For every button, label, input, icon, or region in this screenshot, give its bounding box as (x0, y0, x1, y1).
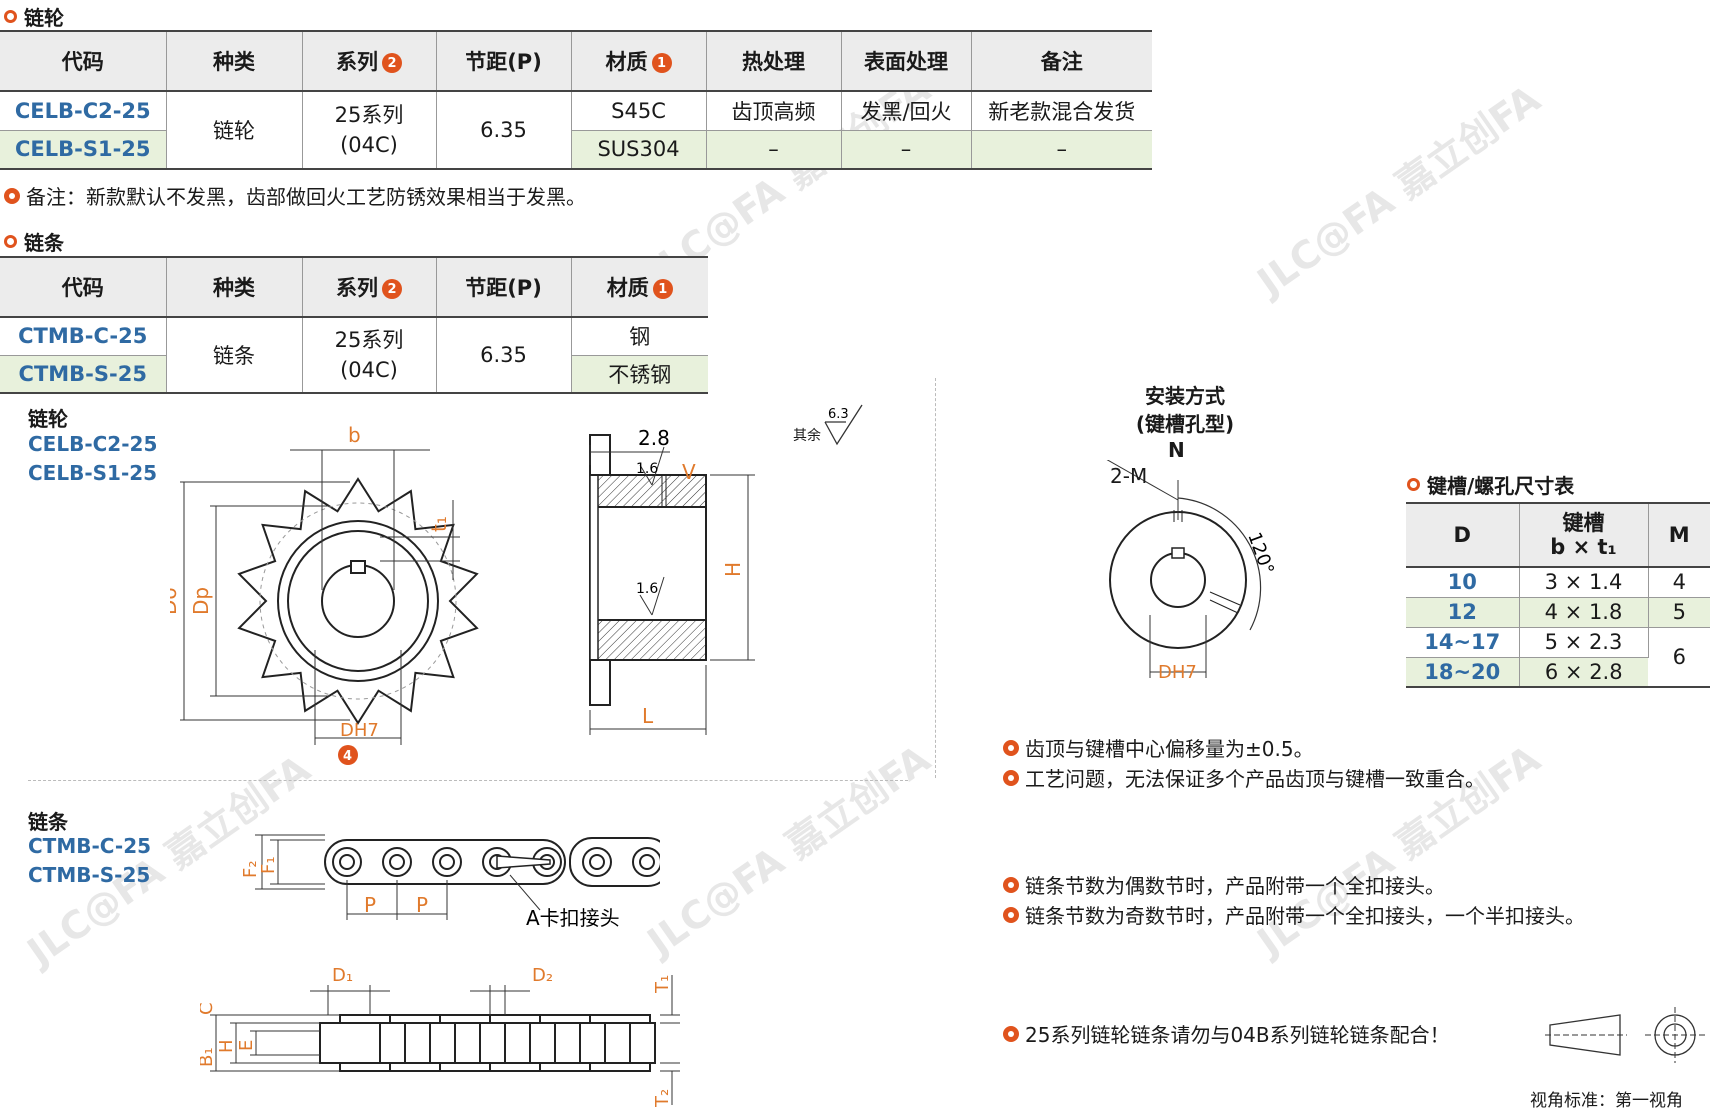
svg-text:E: E (236, 1040, 257, 1051)
svg-text:L: L (642, 704, 654, 728)
view-standard: 视角标准：第一视角 (1530, 1091, 1683, 1111)
sprocket-front-view: b Do Dp t₁ DH7 4 (170, 423, 479, 765)
circle-icon (4, 10, 17, 23)
svg-text:A卡扣接头: A卡扣接头 (526, 906, 620, 930)
svg-text:T₁: T₁ (652, 975, 673, 994)
svg-text:T₂: T₂ (652, 1089, 673, 1108)
sprocket-note: 备注：新款默认不发黑，齿部做回火工艺防锈效果相当于发黑。 (4, 181, 586, 210)
col-pitch: 节距(P) (436, 31, 572, 91)
install-diagram: 120° DH7 (1106, 460, 1278, 683)
bullet-icon (1003, 906, 1019, 923)
col-d: D (1406, 503, 1520, 567)
note-offset: 齿顶与键槽中心偏移量为±0.5。 (1003, 733, 1314, 762)
svg-text:b: b (348, 423, 361, 447)
sprocket-drawing-label: 链轮 (28, 407, 68, 431)
col-code: 代码 (0, 31, 167, 91)
col-remark: 备注 (971, 31, 1152, 91)
keyway-table-title: 键槽/螺孔尺寸表 (1407, 470, 1574, 499)
col-type: 种类 (166, 31, 303, 91)
svg-text:V: V (682, 460, 696, 484)
note-warning: 25系列链轮链条请勿与04B系列链轮链条配合！ (1003, 1019, 1450, 1048)
chain-code-1: CTMB-C-25 (28, 834, 152, 858)
col-pitch: 节距(P) (436, 257, 572, 317)
col-type: 种类 (166, 257, 303, 317)
svg-text:D₁: D₁ (332, 965, 353, 986)
watermark: JLC@FA 嘉立创FA (639, 736, 938, 965)
col-heat: 热处理 (706, 31, 842, 91)
projection-symbol-icon (1545, 1007, 1705, 1063)
sprocket-gear (237, 477, 479, 725)
note-odd: 链条节数为奇数节时，产品附带一个全扣接头，一个半扣接头。 (1003, 900, 1585, 929)
svg-text:Dp: Dp (189, 587, 213, 615)
sprocket-section-title: 链轮 (4, 2, 64, 31)
svg-text:4: 4 (343, 749, 352, 764)
divider (28, 780, 908, 781)
watermark: JLC@FA 嘉立创FA (1249, 76, 1548, 305)
svg-text:2.8: 2.8 (638, 426, 670, 450)
svg-text:1.6: 1.6 (636, 461, 658, 477)
col-m: M (1648, 503, 1710, 567)
svg-text:DH7: DH7 (340, 720, 379, 741)
install-title: 安装方式 (1145, 384, 1225, 408)
note-even: 链条节数为偶数节时，产品附带一个全扣接头。 (1003, 870, 1445, 899)
bullet-icon (1003, 739, 1019, 756)
roughness-label: 其余 (793, 428, 821, 444)
svg-text:P: P (364, 893, 376, 917)
svg-text:D₂: D₂ (532, 965, 553, 986)
install-subtitle: (键槽孔型) (1135, 412, 1235, 436)
svg-text:C: C (200, 1002, 217, 1015)
bullet-icon (1003, 1025, 1019, 1042)
svg-text:B₁: B₁ (200, 1047, 217, 1067)
sprocket-code-1: CELB-C2-25 (28, 432, 158, 456)
svg-text:6.3: 6.3 (828, 407, 849, 422)
svg-text:DH7: DH7 (1158, 662, 1197, 683)
chain-code-2: CTMB-S-25 (28, 863, 151, 887)
circle-icon (1407, 478, 1420, 491)
chain-top-view: F₂ F₁ P P A卡扣接头 (240, 834, 660, 930)
svg-text:F₂: F₂ (240, 860, 261, 878)
bullet-icon (4, 187, 20, 204)
table-row: CELB-S1-25 SUS304 – – – (0, 130, 1152, 169)
svg-text:120°: 120° (1243, 530, 1278, 578)
chain-drawing-label: 链条 (28, 810, 68, 834)
sprocket-code-2: CELB-S1-25 (28, 461, 158, 485)
svg-text:t₁: t₁ (427, 516, 451, 532)
col-code: 代码 (0, 257, 167, 317)
circle-icon (4, 235, 17, 248)
divider (935, 378, 936, 778)
table-row: CTMB-C-25 链条 25系列 (04C) 6.35 钢 (0, 317, 708, 393)
col-surface: 表面处理 (841, 31, 972, 91)
svg-text:1.6: 1.6 (636, 581, 658, 597)
svg-text:H: H (721, 562, 745, 577)
table-row: CTMB-S-25 不锈钢 (0, 355, 708, 393)
table-row: CELB-C2-25 链轮 25系列 (04C) 6.35 S45C 齿顶高频 … (0, 91, 1152, 169)
chain-section-title: 链条 (4, 227, 64, 256)
chain-side-view: D₁ D₂ T₁ T₂ C B₁ H E (200, 965, 680, 1108)
svg-text:F₁: F₁ (258, 856, 279, 874)
svg-text:Do: Do (170, 587, 181, 615)
note-process: 工艺问题，无法保证多个产品齿顶与键槽一致重合。 (1003, 763, 1485, 792)
bullet-icon (1003, 876, 1019, 893)
roughness-symbol: 6.3 (824, 404, 863, 446)
install-m: 2-M (1110, 464, 1148, 488)
sprocket-side-view: 2.8 V 1.6 1.6 H L (589, 426, 755, 735)
svg-text:P: P (416, 893, 428, 917)
install-n: N (1168, 438, 1185, 462)
bullet-icon (1003, 769, 1019, 786)
svg-text:H: H (216, 1039, 237, 1053)
